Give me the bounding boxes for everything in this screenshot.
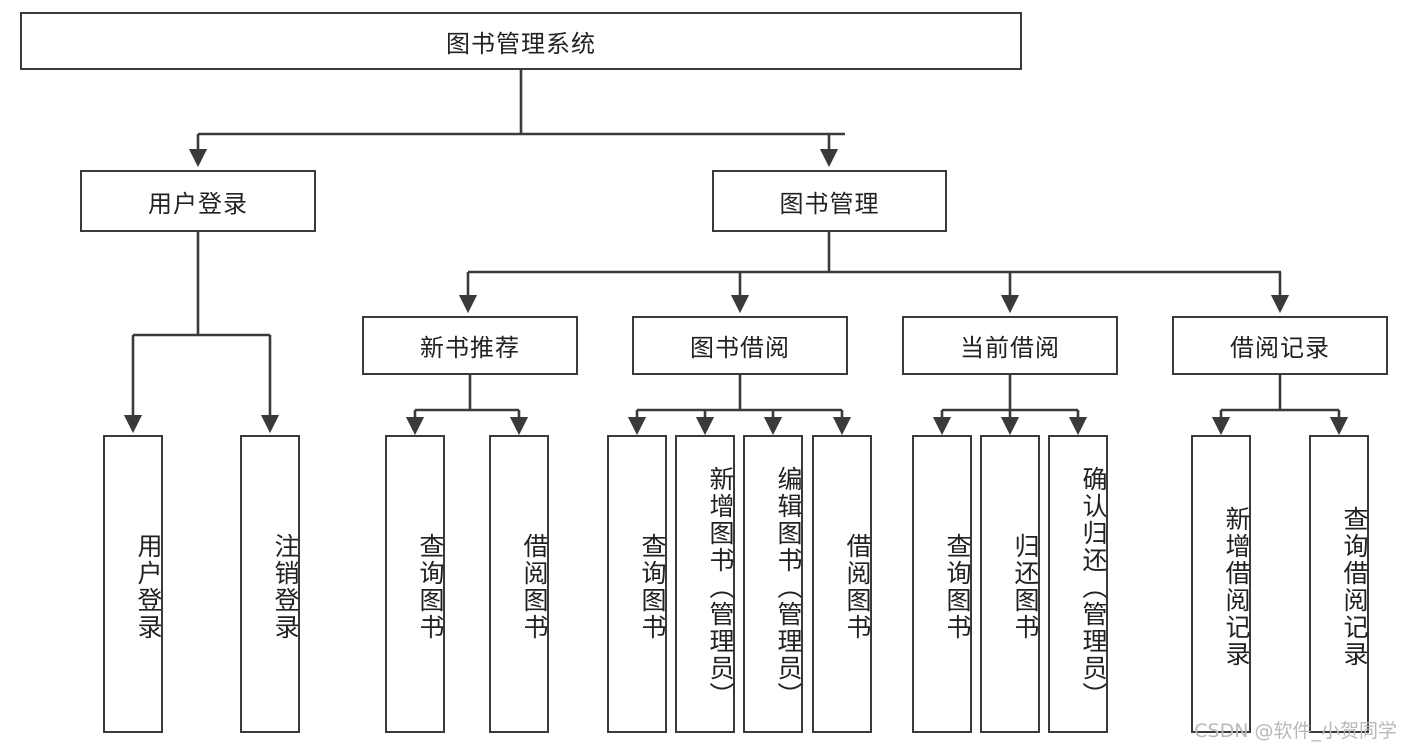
node-label: 借阅图书 (520, 533, 549, 641)
node-label: 归还图书 (1011, 533, 1040, 641)
node-new-book-recommendation[interactable]: 新书推荐 (362, 316, 578, 375)
node-label: 用户登录 (148, 189, 248, 218)
node-leaf-add-book-admin[interactable]: 新增图书（管理员） (675, 435, 735, 733)
node-current-borrowing[interactable]: 当前借阅 (902, 316, 1118, 375)
node-label: 新书推荐 (420, 334, 520, 362)
node-label: 用户登录 (134, 533, 163, 641)
node-leaf-query-book-current[interactable]: 查询图书 (912, 435, 972, 733)
node-leaf-query-book-borrow[interactable]: 查询图书 (607, 435, 667, 733)
node-label: 图书借阅 (690, 334, 790, 362)
node-leaf-logout[interactable]: 注销登录 (240, 435, 300, 733)
node-label: 借阅记录 (1230, 334, 1330, 362)
node-label: 图书管理系统 (446, 29, 596, 58)
node-root-book-management-system[interactable]: 图书管理系统 (20, 12, 1022, 70)
node-leaf-edit-book-admin[interactable]: 编辑图书（管理员） (743, 435, 803, 733)
watermark-text: CSDN @软件_小贺同学 (1194, 720, 1397, 742)
node-borrowing-record[interactable]: 借阅记录 (1172, 316, 1388, 375)
node-leaf-borrow-book-new[interactable]: 借阅图书 (489, 435, 549, 733)
node-leaf-return-book[interactable]: 归还图书 (980, 435, 1040, 733)
node-leaf-query-book-new[interactable]: 查询图书 (385, 435, 445, 733)
node-leaf-add-borrow-record[interactable]: 新增借阅记录 (1191, 435, 1251, 733)
node-label: 查询图书 (416, 533, 445, 641)
node-label: 查询借阅记录 (1340, 506, 1369, 668)
node-leaf-user-login[interactable]: 用户登录 (103, 435, 163, 733)
node-label: 编辑图书（管理员） (774, 465, 803, 709)
node-label: 确认归还（管理员） (1079, 465, 1108, 709)
node-leaf-confirm-return-admin[interactable]: 确认归还（管理员） (1048, 435, 1108, 733)
node-label: 借阅图书 (843, 533, 872, 641)
node-book-management[interactable]: 图书管理 (712, 170, 947, 232)
node-leaf-query-borrow-record[interactable]: 查询借阅记录 (1309, 435, 1369, 733)
node-user-login[interactable]: 用户登录 (80, 170, 316, 232)
node-label: 查询图书 (638, 533, 667, 641)
node-label: 当前借阅 (960, 334, 1060, 362)
node-label: 查询图书 (943, 533, 972, 641)
node-book-borrowing[interactable]: 图书借阅 (632, 316, 848, 375)
node-label: 新增图书（管理员） (706, 465, 735, 709)
node-label: 注销登录 (271, 533, 300, 641)
node-label: 新增借阅记录 (1222, 506, 1251, 668)
node-label: 图书管理 (779, 189, 880, 218)
node-leaf-borrow-book[interactable]: 借阅图书 (812, 435, 872, 733)
